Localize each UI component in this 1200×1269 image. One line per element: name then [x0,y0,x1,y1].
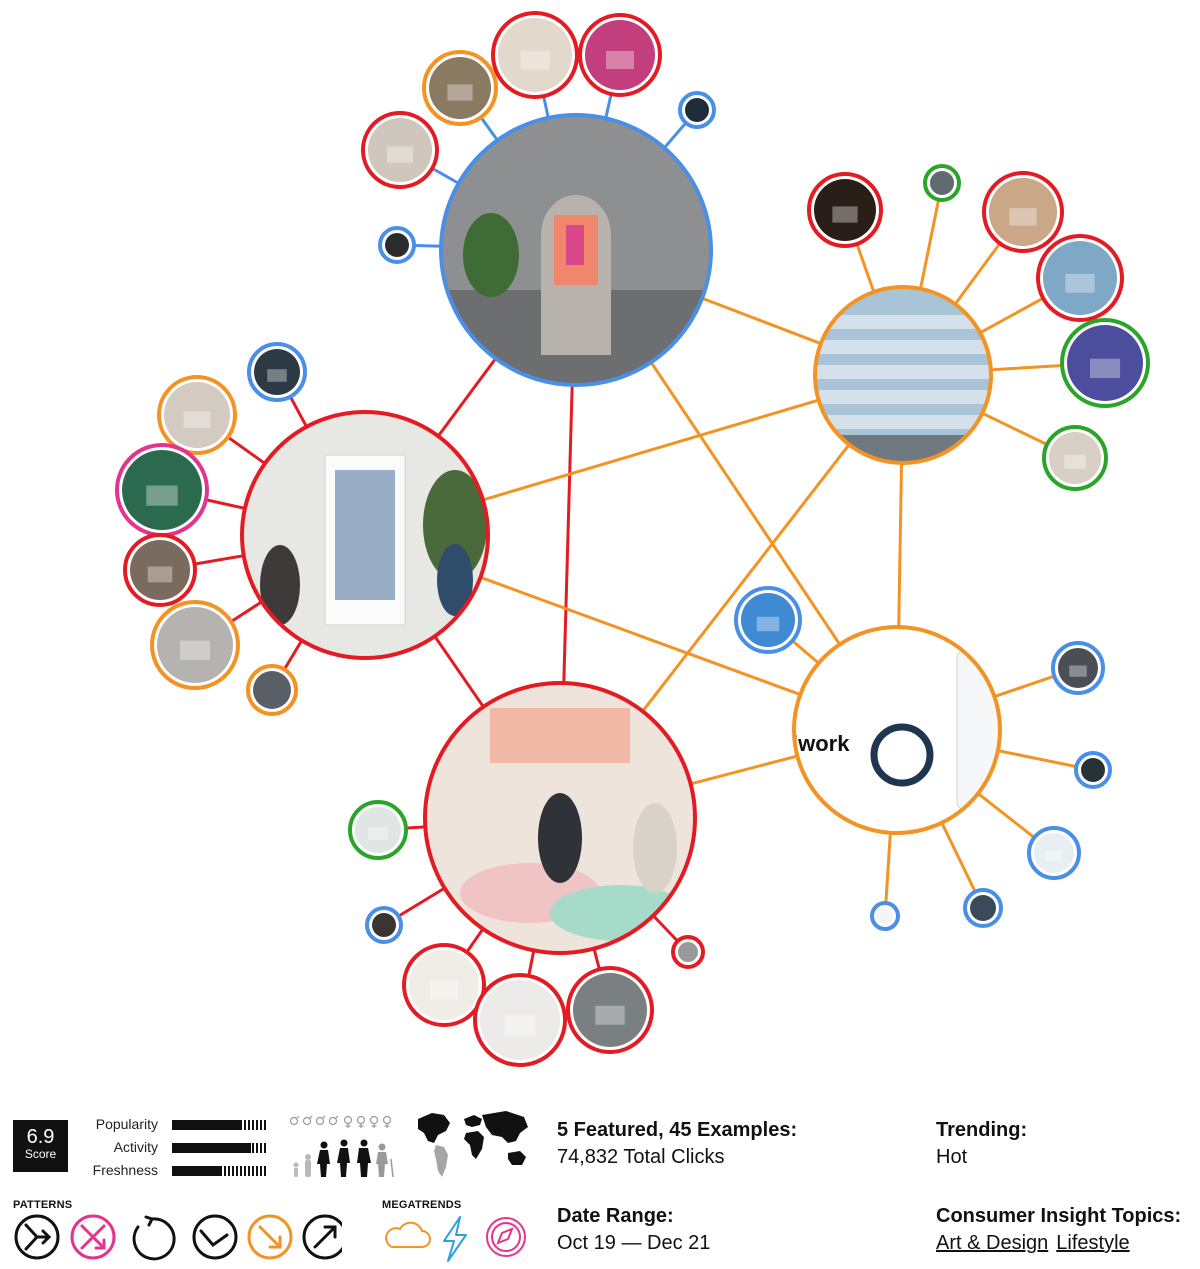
topic-link-art-design[interactable]: Art & Design [936,1232,1049,1254]
compass-icon [486,1217,526,1257]
pattern-rebound-icon [192,1214,238,1260]
patterns-label: PATTERNS [13,1199,73,1211]
age-silhouettes-icon [293,1139,394,1178]
satellite-thumbnail[interactable] [671,935,705,969]
satellite-thumbnail[interactable] [982,171,1064,253]
trend-network-graph: lwork [115,11,1150,1067]
satellite-thumbnail[interactable] [678,91,716,129]
gender-symbols-icon [289,1115,392,1128]
trend-summary-footer: 6.9 Score Popularity Activity Freshness [0,1085,1200,1269]
satellite-thumbnail[interactable] [473,973,567,1067]
satellite-thumbnail[interactable] [378,226,416,264]
hub-lounge[interactable] [423,681,697,955]
trending-label: Trending: [936,1119,1028,1141]
world-map-icon [418,1111,528,1177]
topics-label: Consumer Insight Topics: [936,1205,1182,1227]
featured-count: 5 Featured, 45 Examples: [557,1119,798,1141]
satellite-thumbnail[interactable] [365,906,403,944]
megatrends-label: MEGATRENDS [382,1199,462,1211]
consumer-insight-topics: Consumer Insight Topics: Art & Design Lif… [936,1203,1181,1257]
score-label: Score [24,1147,57,1161]
pattern-growth-icon [302,1214,342,1260]
satellite-thumbnail[interactable] [1060,318,1150,408]
satellite-thumbnail[interactable] [247,342,307,402]
examples-summary: 5 Featured, 45 Examples: 74,832 Total Cl… [557,1117,797,1171]
pattern-decline-icon [247,1214,293,1260]
pattern-merge-icon [14,1214,60,1260]
satellite-thumbnail[interactable] [246,664,298,716]
cloud-icon [385,1221,431,1248]
satellite-thumbnail[interactable] [1027,826,1081,880]
satellite-thumbnail[interactable] [361,111,439,189]
pattern-disrupt-icon [70,1214,116,1260]
metric-fill [172,1120,242,1130]
satellite-thumbnail[interactable] [1074,751,1112,789]
satellite-thumbnail[interactable] [923,164,961,202]
work-app-wordmark: lwork [792,731,850,756]
demographics-graphic [289,1115,394,1178]
pattern-cycle-icon [132,1215,176,1261]
satellite-thumbnail[interactable] [157,375,237,455]
metric-label: Activity [113,1139,158,1155]
satellite-thumbnail[interactable] [1042,425,1108,491]
metric-freshness: Freshness [80,1161,270,1181]
satellite-thumbnail[interactable] [491,11,579,99]
date-range-value: Oct 19 — Dec 21 [557,1232,711,1254]
score-value: 6.9 [26,1126,55,1148]
hub-work-app[interactable]: lwork [792,625,1002,835]
date-range: Date Range: Oct 19 — Dec 21 [557,1203,710,1257]
lightning-icon [443,1216,467,1262]
topics-list: Art & Design Lifestyle [936,1230,1181,1257]
network-nodes: lwork [115,11,1150,1067]
date-range-label: Date Range: [557,1205,674,1227]
satellite-thumbnail[interactable] [348,800,408,860]
trending-status: Trending: Hot [936,1117,1027,1171]
satellite-thumbnail[interactable] [1051,641,1105,695]
metric-popularity: Popularity [80,1115,270,1135]
metric-bar [172,1143,268,1153]
pattern-icons [14,1214,342,1261]
satellite-thumbnail[interactable] [870,901,900,931]
satellite-thumbnail[interactable] [115,443,209,537]
metric-activity: Activity [80,1138,270,1158]
hub-office-building[interactable] [813,285,993,475]
satellite-thumbnail[interactable] [963,888,1003,928]
satellite-thumbnail[interactable] [1036,234,1124,322]
satellite-thumbnail[interactable] [566,966,654,1054]
trending-value: Hot [936,1146,968,1168]
megatrend-icons [385,1216,526,1262]
satellite-thumbnail[interactable] [807,172,883,248]
satellite-thumbnail[interactable] [123,533,197,607]
metric-label: Freshness [92,1162,158,1178]
satellite-thumbnail[interactable] [402,943,486,1027]
score-badge: 6.9 Score [13,1120,68,1172]
metric-bar [172,1166,268,1176]
metric-bar [172,1120,268,1130]
satellite-thumbnail[interactable] [422,50,498,126]
topic-link-lifestyle[interactable]: Lifestyle [1056,1232,1130,1254]
metric-fill [172,1166,220,1176]
satellite-thumbnail[interactable] [578,13,662,97]
satellite-thumbnail[interactable] [734,586,802,654]
hub-glass-booth[interactable] [240,410,490,660]
metric-label: Popularity [95,1116,158,1132]
metric-fill [172,1143,251,1153]
total-clicks: 74,832 Total Clicks [557,1146,725,1168]
satellite-thumbnail[interactable] [150,600,240,690]
hub-office-pod[interactable] [439,113,713,425]
